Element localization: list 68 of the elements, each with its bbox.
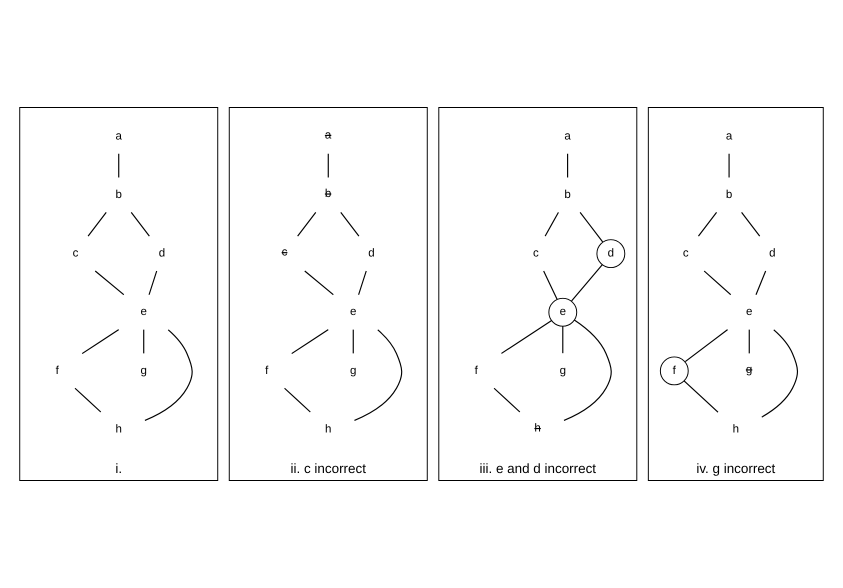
- node-text: d: [769, 248, 776, 260]
- node-text: f: [265, 364, 268, 377]
- connector: [741, 212, 760, 236]
- connector: [94, 270, 124, 296]
- connector: [580, 212, 604, 242]
- node-text: b: [726, 188, 732, 201]
- node-text: g: [746, 364, 752, 376]
- node-text: b: [116, 188, 122, 201]
- connector: [543, 270, 558, 300]
- node-text: h: [116, 424, 122, 436]
- connector: [118, 154, 120, 178]
- connector: [494, 388, 520, 412]
- node-text: h: [732, 424, 740, 436]
- node-text: f: [56, 364, 59, 377]
- connector: [148, 270, 158, 295]
- connector: [501, 320, 552, 354]
- node-text: f: [474, 364, 478, 377]
- connector: [284, 388, 311, 412]
- node-text: d: [368, 248, 375, 260]
- connector: [352, 330, 354, 354]
- connector: [544, 212, 559, 236]
- node-text: a: [564, 130, 571, 142]
- connector: [761, 329, 798, 418]
- node-text: c: [282, 246, 288, 259]
- connector: [74, 388, 102, 412]
- connector: [291, 329, 329, 354]
- connector: [684, 380, 718, 413]
- connector: [88, 212, 107, 236]
- node-text: a: [726, 130, 732, 142]
- connector: [567, 154, 568, 178]
- connector: [82, 329, 120, 354]
- node-text: e: [140, 306, 147, 318]
- node-circle: d: [596, 239, 626, 268]
- node-circle: f: [660, 356, 689, 386]
- node-text: a: [324, 129, 332, 142]
- node-text: a: [116, 130, 122, 142]
- node-text: c: [532, 248, 539, 260]
- node-text: d: [158, 248, 166, 260]
- connector: [130, 212, 150, 236]
- node-text: b: [564, 188, 571, 201]
- node-text: b: [324, 188, 332, 200]
- node-text: h: [534, 422, 541, 435]
- connector: [297, 212, 316, 236]
- connector: [755, 270, 766, 295]
- connector: [571, 264, 603, 302]
- connector: [564, 320, 612, 421]
- node-text: c: [72, 248, 78, 260]
- connector: [704, 270, 732, 296]
- node-text: g: [560, 364, 566, 377]
- node-text: h: [325, 424, 332, 436]
- connector: [684, 329, 728, 362]
- connector: [304, 270, 334, 296]
- connector: [748, 330, 750, 354]
- node-text: e: [746, 306, 752, 318]
- connector: [328, 154, 329, 178]
- connector: [728, 154, 730, 178]
- connector: [354, 329, 402, 421]
- node-text: g: [140, 364, 147, 377]
- connector: [340, 212, 360, 236]
- connector: [144, 329, 193, 421]
- connector: [143, 330, 144, 354]
- node-text: e: [350, 306, 356, 318]
- node-circle: e: [548, 298, 578, 327]
- node-text: g: [350, 364, 356, 377]
- connector: [358, 270, 367, 295]
- connector: [698, 212, 718, 236]
- connector: [562, 326, 564, 354]
- node-text: c: [682, 248, 689, 260]
